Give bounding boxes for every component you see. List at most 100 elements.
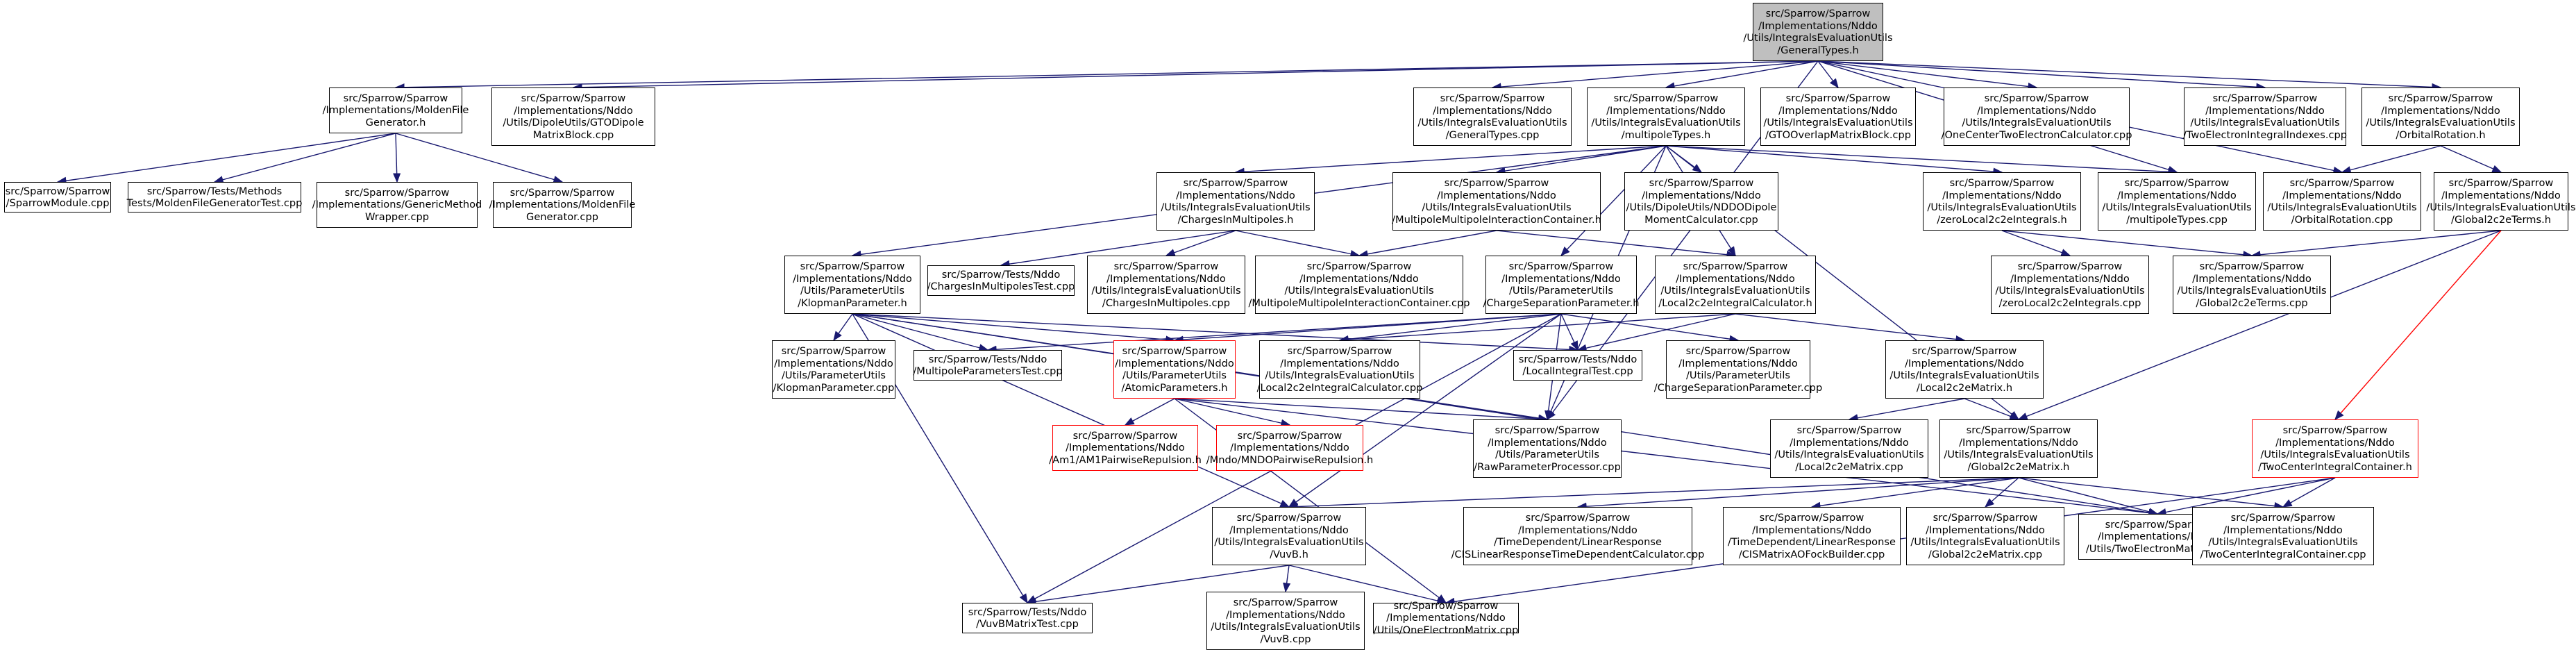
file-node-twocentercont-h[interactable]: src/Sparrow/Sparrow /Implementations/Ndd…: [2252, 419, 2418, 478]
dependency-edge: [1735, 313, 1966, 344]
dependency-edge: [1358, 230, 1497, 258]
dependency-edge: [1665, 145, 2178, 176]
file-node-generaltypes-cpp[interactable]: src/Sparrow/Sparrow /Implementations/Ndd…: [1413, 88, 1572, 146]
file-node-gtodipole[interactable]: src/Sparrow/Sparrow /Implementations/Ndd…: [491, 88, 655, 146]
file-node-klopman-cpp[interactable]: src/Sparrow/Sparrow /Implementations/Ndd…: [772, 340, 895, 399]
dependency-edge: [1576, 313, 1736, 352]
dependency-edge: [1000, 230, 1236, 268]
dependency-edge: [833, 313, 853, 342]
dependency-edge: [852, 313, 1579, 353]
dependency-edge: [572, 60, 1819, 92]
dependency-edge: [1491, 60, 1819, 91]
file-node-sparrowmodule[interactable]: src/Sparrow/Sparrow /SparrowModule.cpp: [4, 182, 111, 212]
file-node-multipoletypes-cpp[interactable]: src/Sparrow/Sparrow /Implementations/Ndd…: [2098, 172, 2256, 231]
file-node-local2c2eintcalc-cpp[interactable]: src/Sparrow/Sparrow /Implementations/Ndd…: [1257, 340, 1422, 399]
dependency-edge: [1817, 60, 2442, 92]
file-node-am1pair[interactable]: src/Sparrow/Sparrow /Implementations/Ndd…: [1049, 425, 1202, 471]
file-node-moldentest[interactable]: src/Sparrow/Tests/Methods Tests/MoldenFi…: [127, 182, 302, 212]
file-node-oneelecmatrix[interactable]: src/Sparrow/Sparrow /Implementations/Ndd…: [1373, 599, 1519, 636]
file-node-local2c2eintcalc-h[interactable]: src/Sparrow/Sparrow /Implementations/Ndd…: [1655, 256, 1816, 314]
file-node-zerolocal-h[interactable]: src/Sparrow/Sparrow /Implementations/Ndd…: [1923, 172, 2081, 231]
file-node-chargesep-cpp[interactable]: src/Sparrow/Sparrow /Implementations/Ndd…: [1654, 340, 1822, 399]
file-node-nddodipole[interactable]: src/Sparrow/Sparrow /Implementations/Ndd…: [1624, 172, 1778, 231]
file-node-molden-h[interactable]: src/Sparrow/Sparrow /Implementations/Mol…: [323, 88, 469, 133]
dependency-edge: [1338, 313, 1736, 344]
dependency-edge: [1495, 145, 1667, 175]
file-node-chargesinmult-h[interactable]: src/Sparrow/Sparrow /Implementations/Ndd…: [1156, 172, 1315, 231]
dependency-edge: [1124, 398, 1175, 426]
dependency-edge: [2001, 230, 2071, 256]
dependency-edge: [2334, 230, 2502, 421]
file-node-vuvb-cpp[interactable]: src/Sparrow/Sparrow /Implementations/Ndd…: [1206, 592, 1365, 650]
file-node-atomicparams-h[interactable]: src/Sparrow/Sparrow /Implementations/Ndd…: [1113, 340, 1236, 399]
file-node-chargesep-h[interactable]: src/Sparrow/Sparrow /Implementations/Ndd…: [1483, 256, 1640, 314]
dependency-edge: [1848, 398, 1965, 422]
dependency-edge: [2156, 477, 2336, 516]
dependency-edge: [393, 133, 401, 183]
dependency-edge: [2018, 477, 2284, 510]
file-node-twocentercont-cpp[interactable]: src/Sparrow/Sparrow /Implementations/Ndd…: [2192, 507, 2374, 565]
dependency-edge: [986, 313, 1562, 353]
dependency-edge: [1817, 60, 1839, 89]
file-node-zerolocal-cpp[interactable]: src/Sparrow/Sparrow /Implementations/Ndd…: [1991, 256, 2149, 314]
file-node-gtooverlap[interactable]: src/Sparrow/Sparrow /Implementations/Ndd…: [1760, 88, 1916, 146]
file-node-local2c2ematrix-cpp[interactable]: src/Sparrow/Sparrow /Implementations/Ndd…: [1770, 419, 1928, 478]
file-node-rawparam[interactable]: src/Sparrow/Sparrow /Implementations/Ndd…: [1473, 419, 1622, 478]
file-node-chargesinmult-cpp[interactable]: src/Sparrow/Sparrow /Implementations/Ndd…: [1087, 256, 1245, 314]
file-node-orbitalrot-cpp[interactable]: src/Sparrow/Sparrow /Implementations/Ndd…: [2263, 172, 2421, 231]
dependency-edge: [1496, 230, 1737, 259]
dependency-edge: [1576, 477, 2019, 510]
dependency-edge: [1338, 313, 1562, 344]
dependency-edge: [2001, 230, 2253, 259]
dependency-edge: [1665, 60, 1819, 90]
file-node-cislinear[interactable]: src/Sparrow/Sparrow /Implementations/Ndd…: [1451, 507, 1704, 565]
file-node-localinttest[interactable]: src/Sparrow/Tests/Nddo /LocalIntegralTes…: [1513, 350, 1642, 381]
file-node-global2c2eterms-h[interactable]: src/Sparrow/Sparrow /Implementations/Ndd…: [2426, 172, 2576, 231]
file-node-vuvb-h[interactable]: src/Sparrow/Sparrow /Implementations/Ndd…: [1212, 507, 1366, 565]
file-node-global2c2ematrix-h[interactable]: src/Sparrow/Sparrow /Implementations/Ndd…: [1939, 419, 2098, 478]
dependency-edge: [1665, 145, 2003, 176]
dependency-edge: [1283, 565, 1291, 593]
file-node-molden-cpp[interactable]: src/Sparrow/Sparrow /Implementations/Mol…: [489, 182, 635, 228]
dependency-edge: [395, 133, 564, 183]
dependency-edge: [852, 313, 1176, 344]
file-node-global2c2ematrix-cpp[interactable]: src/Sparrow/Sparrow /Implementations/Ndd…: [1906, 507, 2064, 565]
dependency-edge: [1810, 477, 2019, 510]
file-node-root[interactable]: src/Sparrow/Sparrow /Implementations/Ndd…: [1743, 3, 1893, 61]
file-node-chargesinmulttest[interactable]: src/Sparrow/Tests/Nddo /ChargesInMultipo…: [927, 265, 1075, 296]
dependency-edge: [1560, 313, 1740, 343]
dependency-edge: [1174, 398, 2159, 517]
file-node-global2c2eterms-cpp[interactable]: src/Sparrow/Sparrow /Implementations/Ndd…: [2173, 256, 2331, 314]
dependency-edge: [213, 133, 396, 184]
file-node-multmultint-cpp[interactable]: src/Sparrow/Sparrow /Implementations/Ndd…: [1248, 256, 1470, 314]
dependency-edge: [2341, 145, 2441, 174]
dependency-edge: [2440, 145, 2502, 173]
file-node-onecentertwo[interactable]: src/Sparrow/Sparrow /Implementations/Ndd…: [1942, 88, 2132, 146]
file-node-orbitalrot-h[interactable]: src/Sparrow/Sparrow /Implementations/Ndd…: [2362, 88, 2520, 146]
dependency-edge: [1817, 60, 2266, 91]
dependency-edge: [1288, 477, 2019, 511]
file-node-klopman-h[interactable]: src/Sparrow/Sparrow /Implementations/Ndd…: [784, 256, 920, 314]
dependency-edge: [1984, 477, 2019, 508]
dependency-edge: [1560, 145, 1667, 257]
dependency-edge: [1174, 398, 1291, 427]
dependency-edge: [1817, 60, 2038, 91]
file-node-cismatrixao[interactable]: src/Sparrow/Sparrow /Implementations/Ndd…: [1723, 507, 1901, 565]
file-node-local2c2ematrix-h[interactable]: src/Sparrow/Sparrow /Implementations/Ndd…: [1885, 340, 2044, 399]
dependency-edge: [2250, 230, 2502, 259]
file-node-multmultint-h[interactable]: src/Sparrow/Sparrow /Implementations/Ndd…: [1392, 172, 1601, 231]
dependency-edge: [1165, 230, 1236, 257]
dependency-edge: [1174, 398, 1549, 423]
dependency-edge: [1026, 565, 1290, 606]
file-node-mndopair[interactable]: src/Sparrow/Sparrow /Implementations/Ndd…: [1206, 425, 1373, 471]
file-node-genericwrapper[interactable]: src/Sparrow/Sparrow /Implementations/Gen…: [312, 182, 482, 228]
file-node-multipoletypes-h[interactable]: src/Sparrow/Sparrow /Implementations/Ndd…: [1587, 88, 1745, 146]
file-node-multparamtest[interactable]: src/Sparrow/Tests/Nddo /MultipoleParamet…: [913, 350, 1063, 381]
dependency-edge: [1288, 313, 1562, 508]
dependency-edge: [394, 60, 1819, 92]
dependency-edge: [852, 313, 1290, 508]
file-node-vuvbtest[interactable]: src/Sparrow/Tests/Nddo /VuvBMatrixTest.c…: [962, 603, 1093, 633]
file-node-twoelecindexes[interactable]: src/Sparrow/Sparrow /Implementations/Ndd…: [2183, 88, 2347, 146]
dependency-edge: [1235, 230, 1361, 258]
dependency-edge: [1288, 565, 1447, 605]
